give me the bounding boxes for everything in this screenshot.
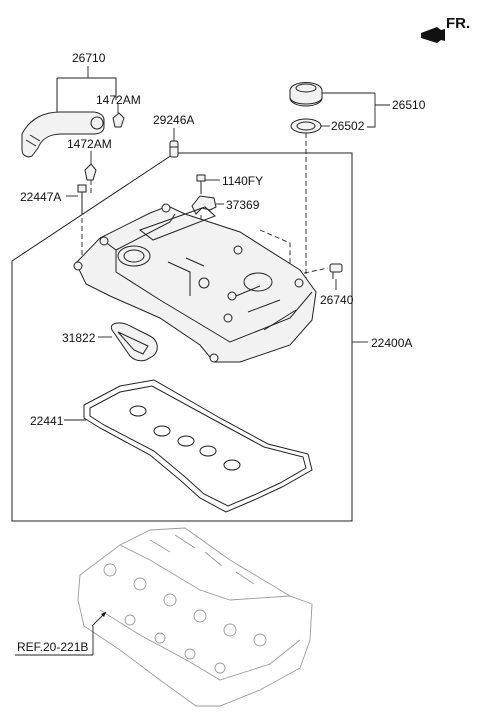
cap-gasket-part: [290, 93, 390, 280]
label-29246a: 29246A: [153, 113, 194, 127]
label-1140fy: 1140FY: [222, 174, 263, 188]
valve-cover-part: [73, 203, 317, 363]
assembly-outline-box: [11, 152, 353, 522]
label-26502: 26502: [331, 119, 365, 133]
front-direction-indicator: FR.: [421, 15, 470, 43]
front-direction-label: FR.: [446, 15, 470, 32]
label-22447a: 22447A: [20, 190, 61, 204]
sensor-part: [259, 229, 343, 290]
reference-arrow-icon: [101, 612, 106, 617]
label-1472am-upper: 1472AM: [96, 93, 141, 107]
label-31822: 31822: [62, 331, 96, 345]
label-37369: 37369: [226, 198, 260, 212]
label-22400a: 22400A: [371, 336, 412, 350]
top-bolt-part: [196, 174, 220, 194]
front-arrow-icon: [421, 27, 445, 43]
label-26510: 26510: [392, 98, 426, 112]
reference-label-group: REF.20-221B: [15, 626, 94, 656]
label-1472am-lower: 1472AM: [67, 137, 112, 151]
label-26740: 26740: [320, 293, 354, 307]
cover-gasket-part: [64, 379, 313, 513]
label-22441: 22441: [30, 414, 64, 428]
pcv-valve-part: [169, 128, 179, 158]
reference-label: REF.20-221B: [17, 640, 88, 654]
hose-clip-lower-part: [84, 151, 97, 196]
oil-filler-cap-part: [289, 82, 375, 107]
front-bolt-part: [66, 184, 87, 262]
oring-gasket-part: [98, 322, 158, 362]
hose-clip-upper-part: [112, 104, 125, 128]
label-26710: 26710: [72, 51, 106, 65]
cylinder-head-reference-part: [77, 527, 313, 707]
breather-hose-part: [21, 66, 117, 158]
